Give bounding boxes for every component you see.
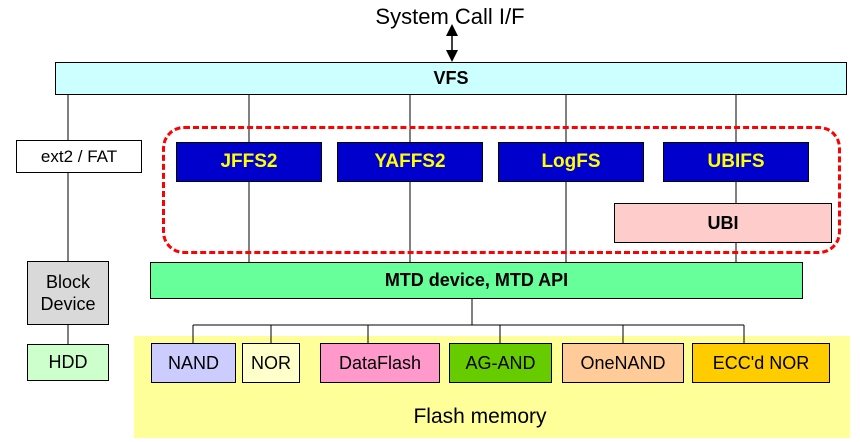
dataflash-label: DataFlash	[338, 352, 422, 373]
flash-filesystems-dashed-group	[162, 126, 841, 254]
nand-chip-box: NAND	[151, 343, 236, 383]
nor-label: NOR	[251, 352, 291, 373]
yaffs2-label: YAFFS2	[374, 151, 446, 173]
ag-and-label: AG-AND	[465, 352, 536, 373]
onenand-chip-box: OneNAND	[562, 343, 684, 383]
nand-label: NAND	[167, 352, 219, 373]
dataflash-chip-box: DataFlash	[320, 343, 440, 383]
hdd-box: HDD	[27, 344, 109, 381]
ubifs-box: UBIFS	[663, 142, 809, 182]
system-call-interface-label: System Call I/F	[375, 4, 525, 29]
jffs2-box: JFFS2	[176, 142, 322, 182]
logfs-label: LogFS	[541, 151, 601, 173]
onenand-label: OneNAND	[580, 352, 666, 373]
ag-and-chip-box: AG-AND	[449, 343, 552, 383]
jffs2-label: JFFS2	[220, 151, 278, 173]
vfs-box: VFS	[55, 62, 847, 95]
hdd-label: HDD	[48, 352, 88, 373]
yaffs2-box: YAFFS2	[337, 142, 483, 182]
logfs-box: LogFS	[498, 142, 644, 182]
ext2-fat-label: ext2 / FAT	[40, 146, 118, 166]
block-device-label: Block Device	[40, 271, 96, 315]
vfs-label: VFS	[433, 68, 469, 89]
ext2-fat-box: ext2 / FAT	[16, 140, 142, 173]
ubi-box: UBI	[614, 203, 832, 243]
mtd-box: MTD device, MTD API	[150, 262, 803, 299]
block-device-box: Block Device	[27, 261, 109, 325]
eccd-nor-chip-box: ECC'd NOR	[692, 343, 830, 383]
flash-memory-label: Flash memory	[413, 405, 547, 428]
nor-chip-box: NOR	[242, 343, 300, 383]
eccd-nor-label: ECC'd NOR	[712, 352, 810, 373]
ubi-label: UBI	[707, 212, 739, 233]
mtd-label: MTD device, MTD API	[384, 270, 569, 291]
ubifs-label: UBIFS	[707, 151, 765, 173]
